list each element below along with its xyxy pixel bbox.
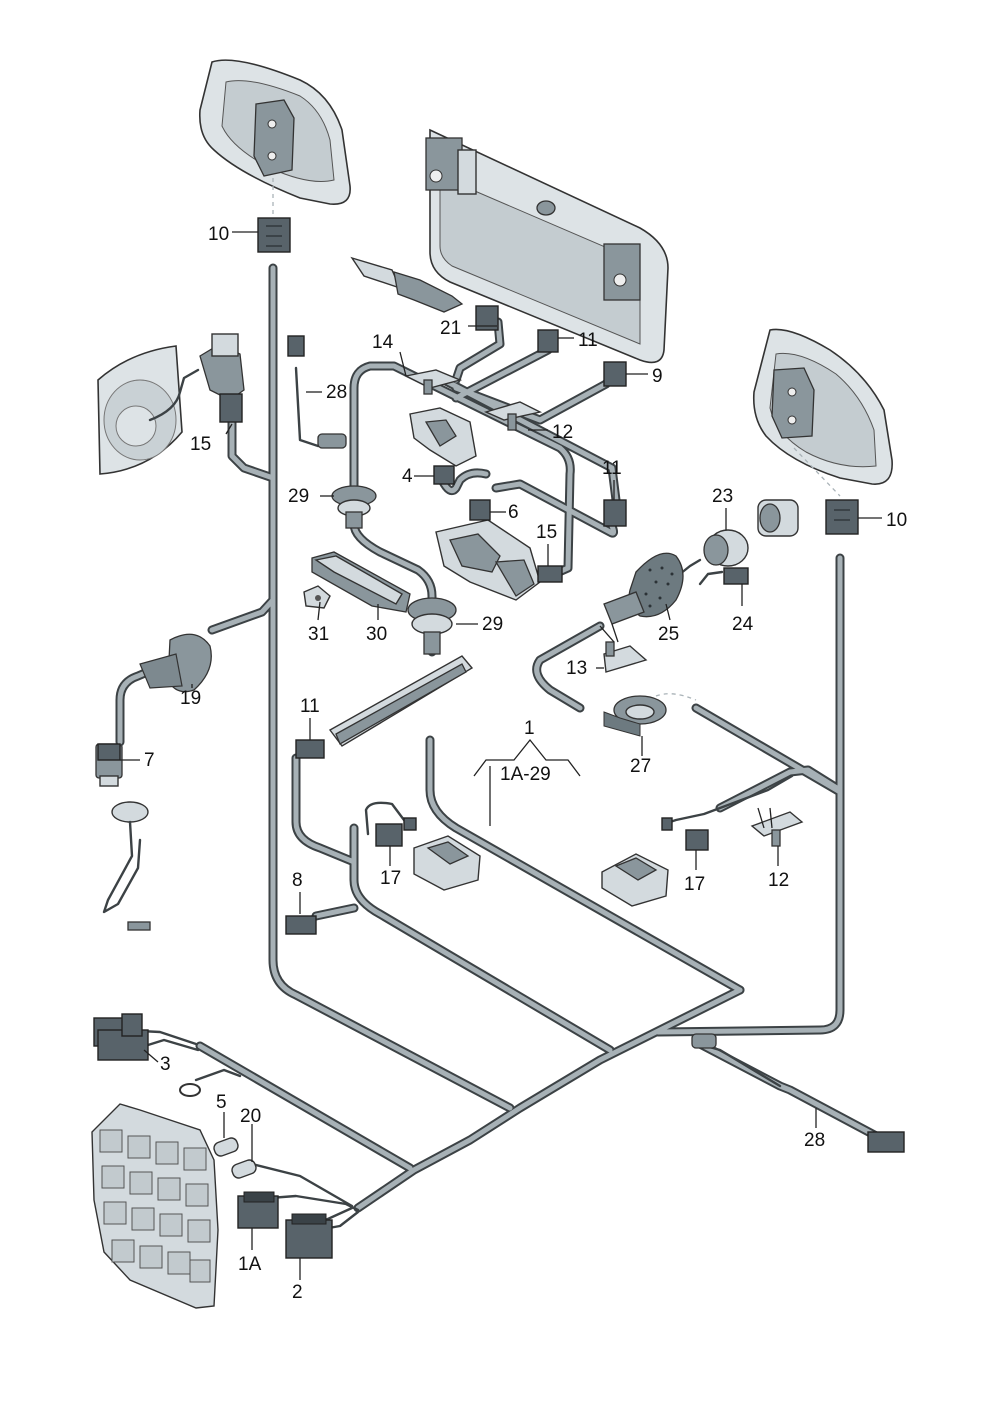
label-29-upper: 29 — [288, 486, 309, 507]
label-14: 14 — [372, 332, 394, 353]
label-7: 7 — [144, 750, 155, 771]
label-21: 21 — [440, 318, 461, 339]
sleeves-5-20 — [213, 1137, 257, 1179]
label-1a-29: 1A-29 — [500, 764, 551, 785]
connector-28-top — [287, 335, 347, 449]
grommet-19 — [139, 633, 212, 693]
label-1a: 1A — [238, 1254, 262, 1275]
label-6: 6 — [508, 502, 519, 523]
connector-9 — [603, 361, 627, 387]
connector-8 — [285, 915, 317, 935]
label-13: 13 — [566, 658, 587, 679]
label-11-top: 11 — [578, 330, 598, 351]
boot-light-17a — [413, 835, 481, 891]
cable-guide-30 — [311, 551, 411, 613]
label-8: 8 — [292, 870, 303, 891]
connector-3 — [93, 1013, 149, 1061]
label-11-right: 11 — [602, 458, 622, 479]
label-30: 30 — [366, 624, 387, 645]
connector-10-right — [825, 499, 859, 535]
label-25: 25 — [658, 624, 679, 645]
grommet-29-upper — [331, 485, 377, 529]
label-17-left: 17 — [380, 868, 401, 889]
label-20: 20 — [240, 1106, 261, 1127]
label-15-right: 15 — [536, 522, 557, 543]
label-28-bottom: 28 — [804, 1130, 825, 1151]
connector-6 — [469, 499, 491, 521]
boot-light-bulb-holder — [95, 743, 151, 931]
main-harness-wire-cores — [117, 265, 883, 1211]
label-10-left: 10 — [208, 224, 229, 245]
label-12-lower: 12 — [768, 870, 789, 891]
number-plate-lamp-panel — [425, 128, 669, 364]
clip-14 — [399, 351, 463, 395]
clip-13 — [603, 641, 648, 673]
label-27: 27 — [630, 756, 651, 777]
boot-light-17b — [601, 853, 669, 907]
connector-2 — [285, 1213, 333, 1259]
left-tail-lamp — [198, 59, 351, 220]
label-12-upper: 12 — [552, 422, 573, 443]
leader-lines — [120, 231, 882, 1280]
label-9: 9 — [652, 366, 663, 387]
right-tail-lamp — [752, 328, 893, 497]
connector-10-left — [257, 217, 291, 253]
connector-21 — [475, 305, 499, 331]
sensor-connector-top — [350, 256, 464, 313]
cable-channel — [328, 655, 474, 747]
label-10-right: 10 — [886, 510, 907, 531]
clip-31 — [303, 585, 331, 609]
connector-17-left — [375, 817, 417, 847]
boot-lid-lock — [409, 407, 477, 467]
grommet-29-lower — [407, 597, 457, 655]
ring-terminal — [179, 1083, 201, 1097]
label-19: 19 — [180, 688, 201, 709]
grommet-27 — [603, 693, 697, 737]
lock-actuator — [435, 519, 541, 601]
label-28-top: 28 — [326, 382, 347, 403]
clip-12-upper — [483, 401, 543, 431]
label-2: 2 — [292, 1282, 303, 1303]
label-5: 5 — [216, 1092, 227, 1113]
connector-15-right — [537, 565, 563, 583]
connector-1a — [237, 1191, 279, 1229]
connector-7 — [97, 743, 121, 761]
connector-11-top — [537, 329, 559, 353]
label-3: 3 — [160, 1054, 171, 1075]
label-1: 1 — [524, 718, 535, 739]
label-4: 4 — [402, 466, 413, 487]
label-17-right: 17 — [684, 874, 705, 895]
connector-11-lower — [295, 739, 325, 759]
label-11-lower: 11 — [300, 696, 320, 717]
label-15-left: 15 — [190, 434, 211, 455]
connector-15-left — [219, 393, 243, 423]
fuse-relay-carrier — [91, 1103, 219, 1309]
part-number-labels: 10 21 11 14 9 28 12 15 4 11 29 23 6 10 1… — [144, 224, 907, 1303]
reversing-light-unit — [97, 333, 245, 475]
bulb-holder-23 — [703, 499, 799, 567]
label-29-lower: 29 — [482, 614, 503, 635]
connector-11-right — [603, 499, 627, 527]
label-23: 23 — [712, 486, 733, 507]
connector-24 — [723, 567, 749, 585]
label-31: 31 — [308, 624, 329, 645]
label-24: 24 — [732, 614, 754, 635]
connector-4 — [433, 465, 455, 485]
connector-28-bottom — [691, 1033, 905, 1153]
connector-17-right — [661, 817, 709, 851]
clip-12-lower — [750, 811, 804, 847]
grommet-25 — [603, 552, 684, 625]
